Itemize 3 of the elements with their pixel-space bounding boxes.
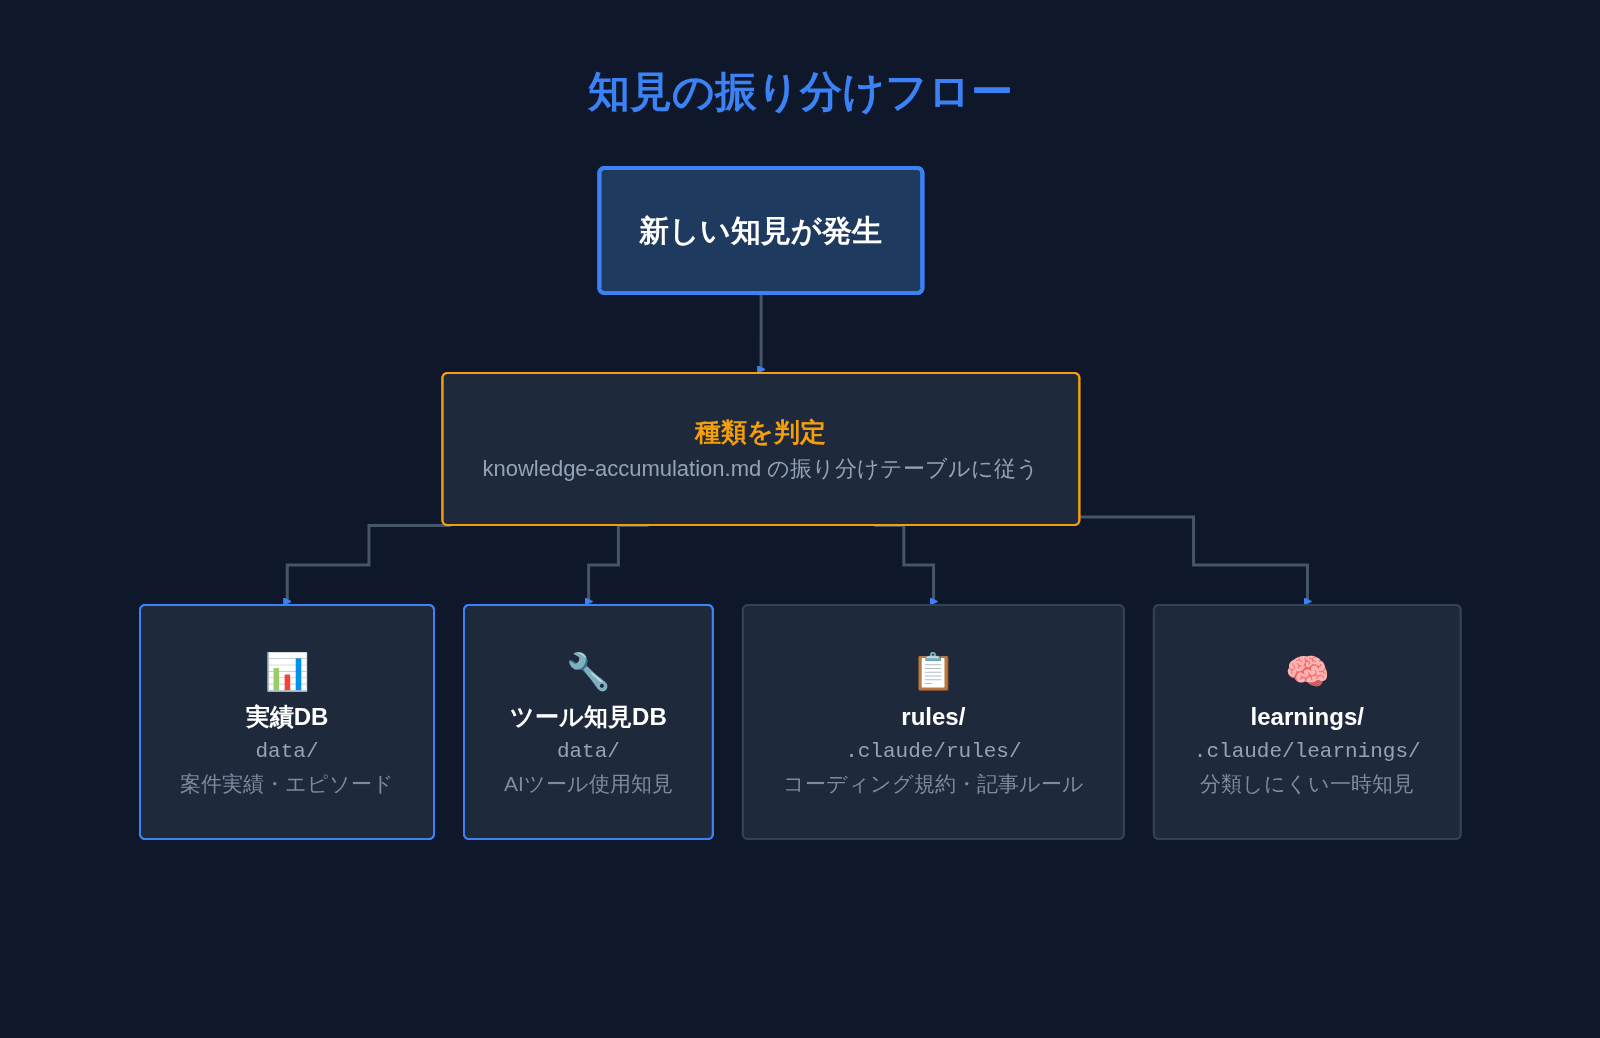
diagram-title: 知見の振り分けフロー: [586, 67, 1014, 117]
arrow: [282, 524, 451, 606]
arrow: [1079, 515, 1312, 606]
